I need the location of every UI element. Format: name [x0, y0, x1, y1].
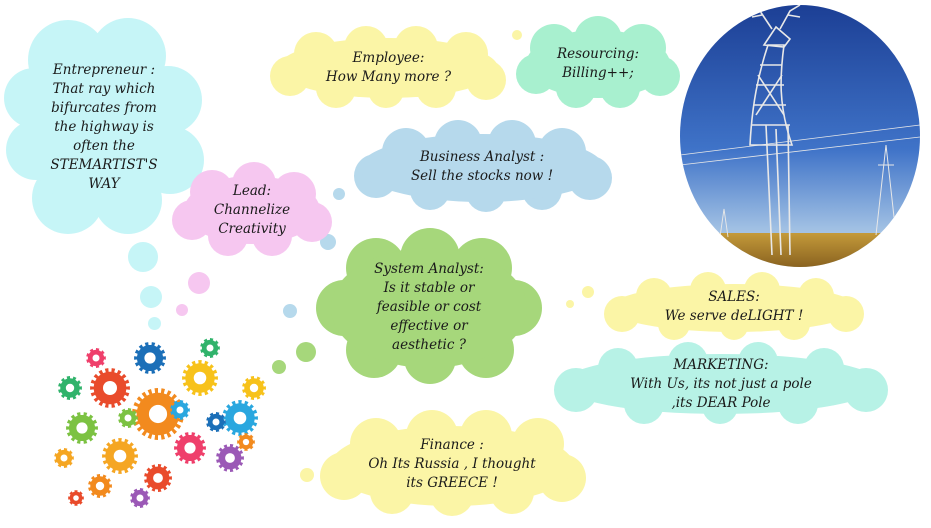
- sales-text: SALES: We serve deLIGHT !: [598, 274, 870, 340]
- cloud-text-line: ,its DEAR Pole: [671, 394, 771, 411]
- cloud-text-line: How Many more ?: [325, 69, 452, 85]
- gear-icon: [102, 438, 138, 474]
- thought-dot: [140, 286, 162, 308]
- gear-icon: [134, 342, 166, 374]
- finance-cloud: Finance : Oh Its Russia , I thought its GR…: [316, 410, 588, 516]
- cloud-text-line: Oh Its Russia , I thought: [368, 455, 536, 472]
- cloud-text-line: Finance :: [420, 436, 484, 453]
- cloud-text-line: WAY: [88, 175, 120, 192]
- cloud-text-line: Billing++;: [562, 65, 634, 81]
- gear-icon: [216, 444, 244, 472]
- gear-icon: [88, 474, 112, 498]
- cloud-text-line: MARKETING:: [673, 356, 769, 373]
- entrepreneur-text: Entrepreneur : That ray which bifurcates f…: [8, 20, 200, 234]
- gear-icon: [118, 408, 138, 428]
- finance-text: Finance : Oh Its Russia , I thought its GR…: [316, 412, 588, 516]
- cloud-text-line: Employee:: [352, 50, 425, 66]
- cloud-shape-icon: [172, 162, 332, 256]
- cloud-shape-icon: [320, 410, 586, 516]
- gear-icon: [182, 360, 218, 396]
- gear-icon: [66, 412, 98, 444]
- cloud-shape-icon: [554, 342, 888, 424]
- business-analyst-text: Business Analyst : Sell the stocks now !: [346, 122, 618, 212]
- gear-icon: [54, 448, 74, 468]
- gear-icon: [200, 338, 220, 358]
- cloud-text-line: Channelize: [213, 201, 291, 218]
- gear-icon: [242, 376, 266, 400]
- cloud-text-line: STEMARTIST'S: [50, 156, 158, 173]
- cloud-text-line: We serve deLIGHT !: [664, 308, 804, 324]
- cloud-text-line: Creativity: [218, 220, 286, 237]
- gear-icon: [132, 388, 184, 440]
- cloud-shape-icon: [270, 26, 506, 108]
- cloud-text-line: effective or: [390, 317, 468, 334]
- entrepreneur-cloud: Entrepreneur : That ray which bifurcates f…: [4, 18, 204, 234]
- gear-icon: [170, 400, 190, 420]
- gear-icon: [222, 400, 258, 436]
- thought-dot: [333, 188, 345, 200]
- thought-dot: [176, 304, 188, 316]
- system-analyst-cloud: System Analyst: Is it stable or feasible o…: [316, 228, 542, 384]
- gear-icon: [130, 488, 150, 508]
- system-analyst-text: System Analyst: Is it stable or feasible o…: [316, 232, 542, 382]
- gear-icon: [174, 432, 206, 464]
- marketing-text: MARKETING: With Us, its not just a pole ,i…: [548, 344, 894, 424]
- cloud-shape-icon: [604, 272, 864, 340]
- gear-icon: [144, 464, 172, 492]
- cloud-shape-icon: [354, 120, 612, 212]
- gear-icon: [90, 368, 130, 408]
- cloud-text-line: System Analyst:: [374, 260, 484, 277]
- marketing-cloud: MARKETING: With Us, its not just a pole ,i…: [548, 342, 894, 424]
- cloud-text-line: Is it stable or: [383, 279, 475, 296]
- cloud-text-line: Resourcing:: [556, 46, 640, 62]
- gear-icon: [68, 490, 84, 506]
- resourcing-text: Resourcing: Billing++;: [514, 18, 682, 110]
- resourcing-cloud: Resourcing: Billing++;: [514, 16, 682, 110]
- cloud-text-line: Lead:: [232, 182, 272, 199]
- thought-dot: [300, 468, 314, 482]
- thought-dot: [296, 342, 316, 362]
- cloud-text-line: SALES:: [708, 289, 760, 305]
- cloud-text-line: often the: [73, 137, 135, 154]
- cloud-text-line: bifurcates from: [51, 99, 157, 116]
- employee-cloud: Employee: How Many more ?: [266, 26, 511, 108]
- gear-icon: [237, 433, 255, 451]
- thought-dot: [148, 317, 161, 330]
- cloud-text-line: Sell the stocks now !: [410, 168, 554, 184]
- gear-icon: [86, 348, 106, 368]
- cloud-text-line: That ray which: [52, 80, 156, 97]
- cloud-shape-icon: [4, 18, 204, 234]
- thought-dot: [128, 242, 158, 272]
- cloud-text-line: With Us, its not just a pole: [630, 375, 812, 392]
- cloud-shape-icon: [516, 16, 680, 108]
- gear-icon: [58, 376, 82, 400]
- thought-dot: [272, 360, 286, 374]
- deer-shaped-pylon-photo-icon: [680, 5, 920, 267]
- employee-text: Employee: How Many more ?: [266, 28, 511, 108]
- thought-dot: [283, 304, 297, 318]
- gear-brain-icon: [40, 318, 275, 523]
- thought-dot: [188, 272, 210, 294]
- cloud-text-line: Business Analyst :: [419, 149, 545, 165]
- cloud-text-line: its GREECE !: [406, 474, 498, 491]
- thought-dot: [566, 300, 574, 308]
- cloud-text-line: Entrepreneur :: [52, 61, 156, 78]
- sales-cloud: SALES: We serve deLIGHT !: [598, 272, 870, 340]
- cloud-shape-icon: [316, 228, 542, 384]
- cloud-text-line: feasible or cost: [376, 298, 482, 315]
- thought-dot: [582, 286, 594, 298]
- cloud-text-line: aesthetic ?: [392, 336, 466, 353]
- business-analyst-cloud: Business Analyst : Sell the stocks now !: [346, 120, 618, 212]
- gear-icon: [206, 412, 226, 432]
- cloud-text-line: the highway is: [54, 118, 154, 135]
- thought-dot: [512, 30, 522, 40]
